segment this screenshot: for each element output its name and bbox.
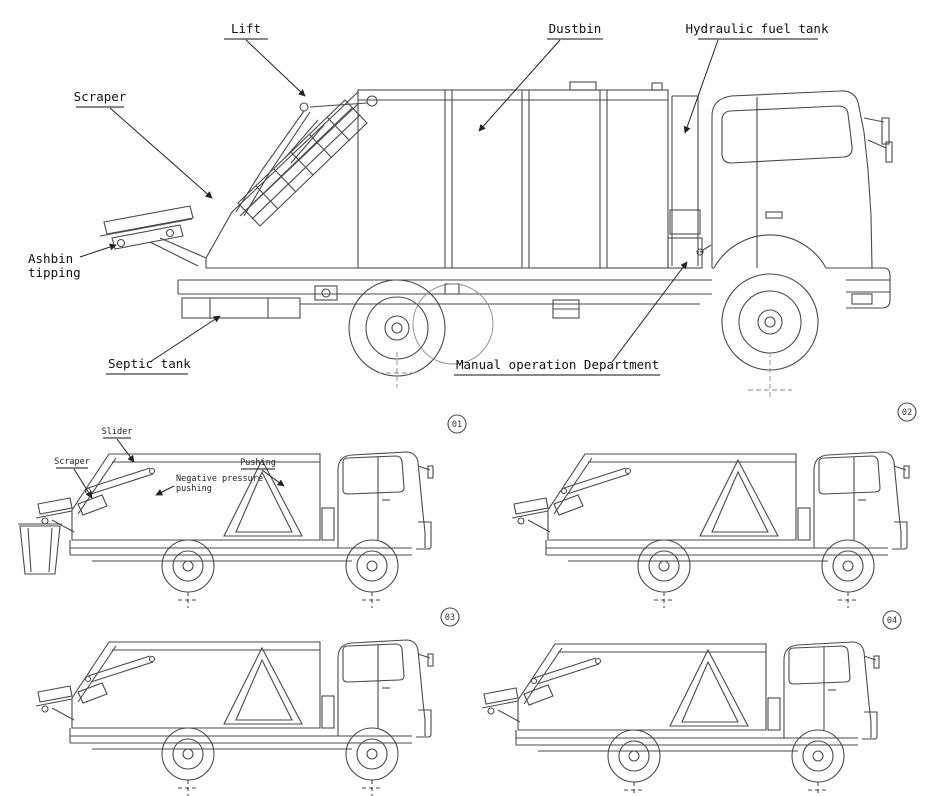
stage-02-badge: 02 [897,402,917,422]
stage-label-slider-text: Slider [102,427,133,437]
label-ashbin-tipping: Ashbin tipping [28,243,117,280]
main-truck-drawing [99,81,893,400]
stage-01-number: 01 [452,420,462,430]
stage-01-truck [18,451,434,609]
label-lift: Lift [224,21,306,97]
stage-04-number: 04 [887,616,897,626]
stage-label-pushing: Pushing [240,458,285,487]
stage-label-negative-pressure-line1: Negative pressure [176,474,263,484]
label-ashbin-line1: Ashbin [28,251,73,266]
stage-03-number: 03 [445,613,455,623]
label-lift-text: Lift [231,21,261,36]
label-scraper-text: Scraper [74,89,127,104]
stage-03-badge: 03 [440,607,460,627]
label-septic-tank: Septic tank [106,315,221,375]
stage-01-ground-bin [18,523,62,575]
stage-04-truck [481,641,880,796]
stage-02-truck [511,451,910,609]
stage-label-pushing-text: Pushing [240,458,276,468]
stage-label-scraper-text: Scraper [54,457,90,467]
label-hydraulic-fuel-tank: Hydraulic fuel tank [683,21,829,134]
stage-label-negative-pressure-line2: pushing [176,484,212,494]
label-septic-tank-text: Septic tank [108,356,191,371]
label-manual-operation-text: Manual operation Department [456,357,659,372]
stage-01-badge: 01 [447,414,467,434]
label-ashbin-line2: tipping [28,265,81,280]
label-dustbin: Dustbin [478,21,603,132]
label-dustbin-text: Dustbin [549,21,602,36]
label-manual-operation: Manual operation Department [454,261,688,376]
stage-label-slider: Slider [102,427,135,463]
label-scraper: Scraper [74,89,213,199]
stage-label-scraper: Scraper [54,457,93,499]
stage-04-badge: 04 [882,610,902,630]
stage-03-truck [35,639,434,796]
stage-label-negative-pressure: Negative pressure pushing [155,474,263,496]
stage-02-number: 02 [902,408,912,418]
label-hydraulic-fuel-tank-text: Hydraulic fuel tank [686,21,829,36]
